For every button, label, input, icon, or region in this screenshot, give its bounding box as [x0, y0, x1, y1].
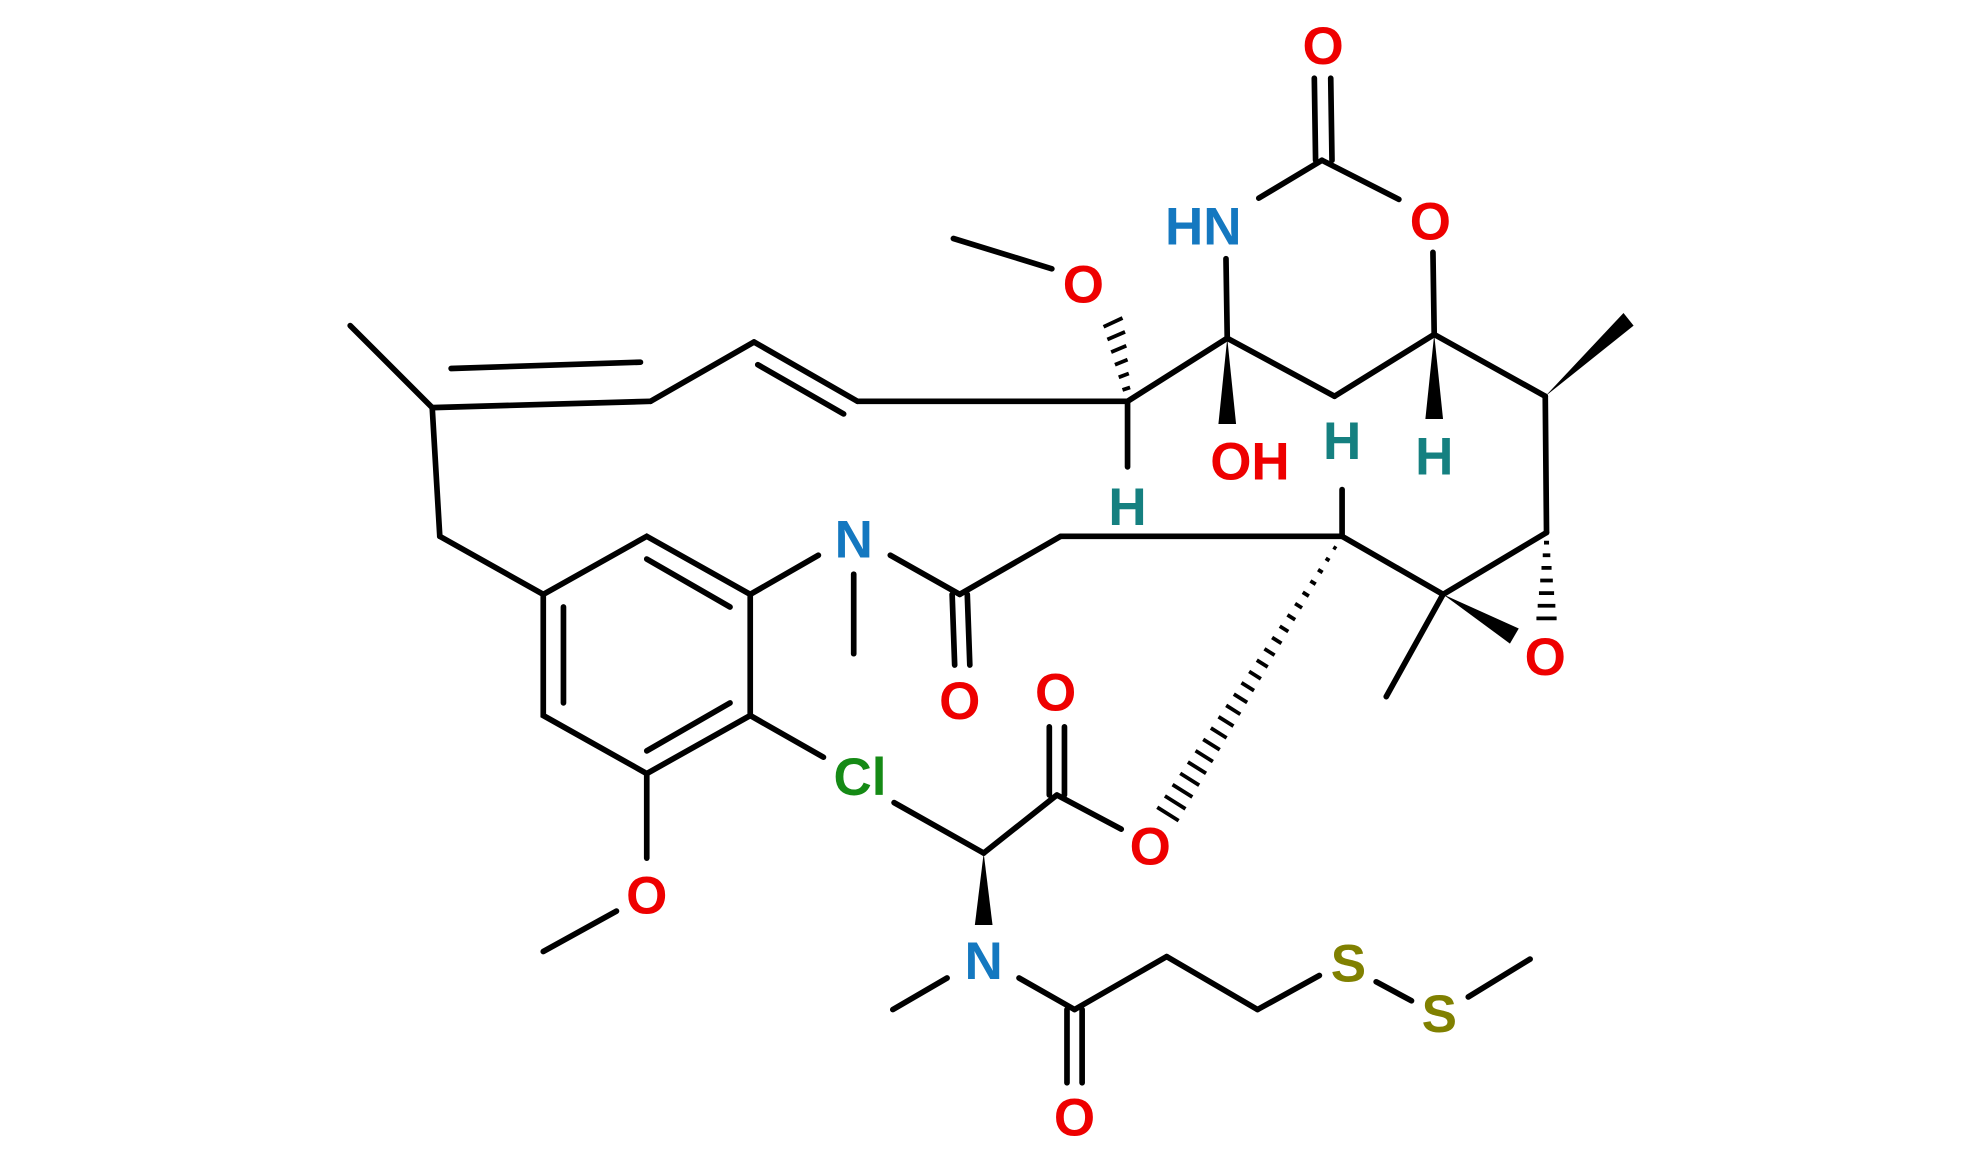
atom-o-ring: O [1410, 193, 1451, 252]
hash-segment [1324, 556, 1331, 563]
atom-o-ester: O [1130, 817, 1171, 876]
atom-o-epoxide: O [1525, 628, 1566, 687]
hash-segment [1255, 658, 1269, 669]
hash-segment [1225, 703, 1242, 716]
wedge-bond [1545, 312, 1634, 397]
atom-o-methoxy-top: O [1063, 256, 1104, 315]
hash-segment [1286, 613, 1297, 622]
hash-segment [1271, 635, 1283, 645]
hash-segment [1202, 737, 1221, 752]
hash-segment [1317, 568, 1324, 575]
bonds [347, 75, 1634, 1086]
atom-o-bottom: O [1054, 1089, 1095, 1148]
hash-segment [1294, 601, 1304, 610]
atom-n-amide: N [835, 511, 873, 570]
hash-segment [1179, 771, 1201, 787]
hash-segment [1309, 579, 1317, 586]
atom-oh: OH [1210, 432, 1290, 491]
hashed-bond [1156, 545, 1338, 823]
atom-n-methyl: N [965, 932, 1003, 991]
atom-cl: Cl [834, 748, 887, 807]
atom-hn: HN [1165, 198, 1242, 257]
atom-s2: S [1422, 985, 1457, 1044]
hash-segment [1156, 805, 1180, 823]
atom-s1: S [1331, 935, 1366, 994]
hash-segment [1232, 692, 1249, 705]
hash-segment [1301, 590, 1310, 598]
hash-segment [1171, 783, 1194, 799]
hash-segment [1217, 715, 1235, 728]
hash-segment [1332, 545, 1338, 551]
hashed-bond [1102, 316, 1131, 392]
hash-segment [1209, 726, 1228, 740]
hash-segment [1163, 794, 1187, 811]
hashed-bond [1536, 540, 1557, 621]
hash-segment [1186, 760, 1208, 775]
wedge-bond [1218, 338, 1237, 425]
hash-segment [1194, 749, 1214, 764]
atom-o-methoxy-aryl: O [626, 866, 667, 925]
hash-segment [1263, 647, 1276, 657]
atom-h-left: H [1108, 478, 1146, 537]
atom-h-right: H [1415, 427, 1453, 486]
wedge-bond [974, 853, 993, 926]
hash-segment [1240, 681, 1256, 693]
wedge-bond [1443, 594, 1519, 644]
atom-h-mid: H [1323, 412, 1361, 471]
atom-o-carbonyl-top: O [1303, 17, 1344, 76]
wedge-bond [1425, 334, 1444, 419]
atom-o-amide: O [939, 672, 980, 731]
hash-segment [1248, 669, 1262, 681]
atom-labels: O HN O O OH H H H N O O O Cl O O N O S S [626, 17, 1566, 1147]
atom-o-ester-carbonyl: O [1035, 663, 1076, 722]
hash-segment [1278, 624, 1290, 634]
